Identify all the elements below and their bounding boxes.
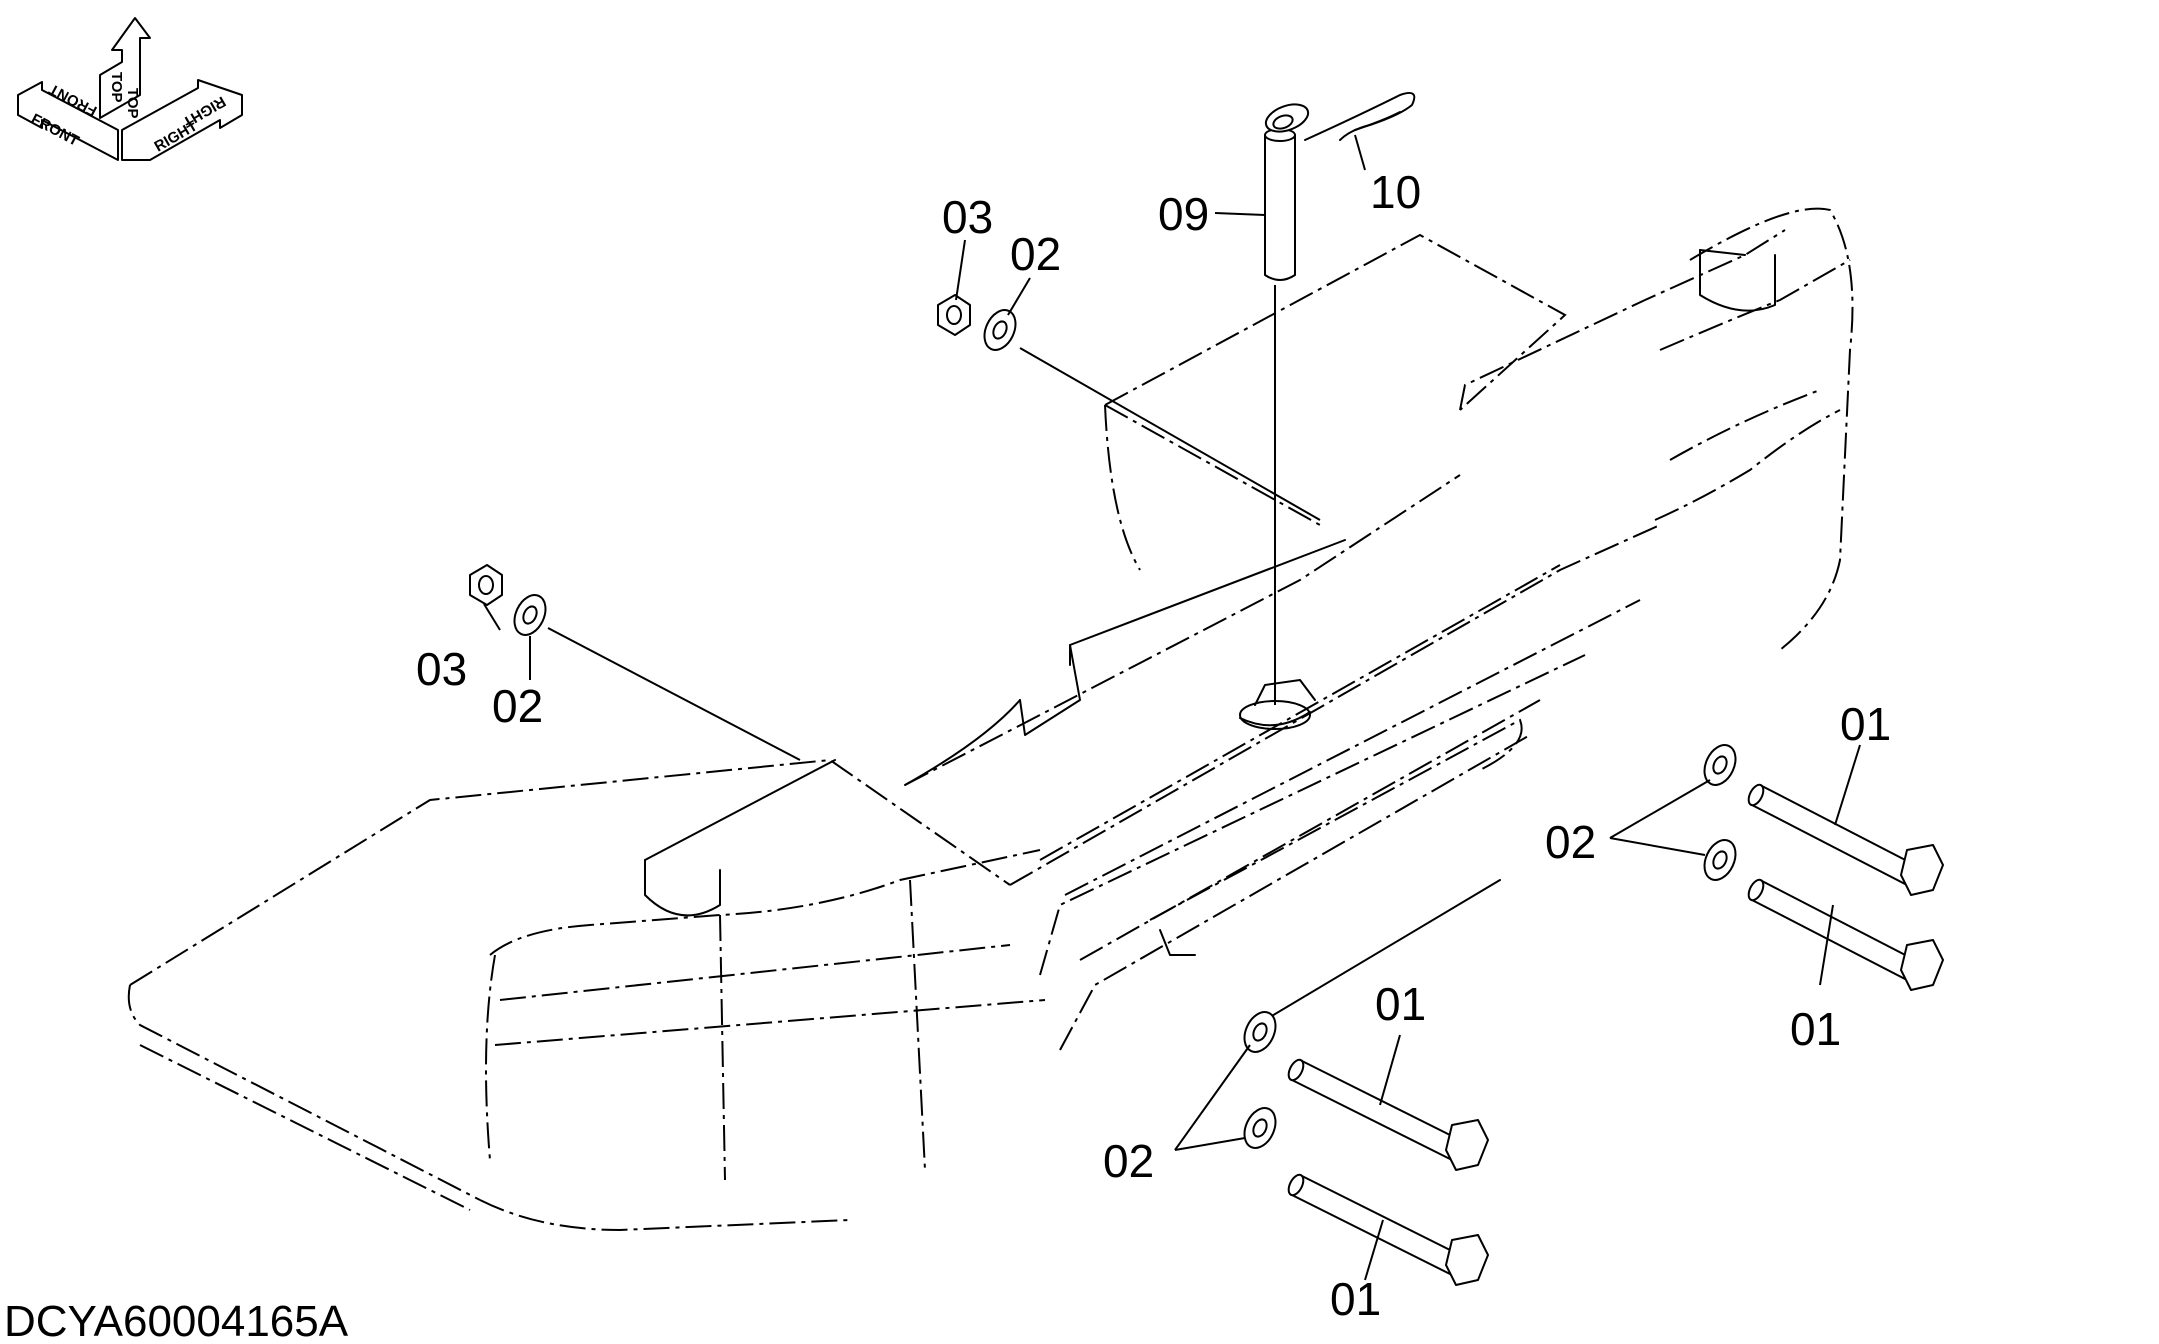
washer-part-02-b [513, 594, 547, 636]
callout-01-right-upper: 01 [1840, 698, 1891, 750]
callout-01-front-lower: 01 [1330, 1273, 1381, 1325]
callout-03-lower: 03 [416, 643, 467, 695]
callout-labels: 09 10 03 02 03 02 02 02 01 01 01 01 [416, 166, 1891, 1325]
orientation-label-top: TOP [124, 88, 141, 119]
bolt-part-01-b [1287, 1173, 1489, 1286]
callout-02-front: 02 [1103, 1135, 1154, 1187]
bolt-part-01-d [1747, 878, 1944, 991]
leader-lines [483, 134, 1861, 1281]
callout-09: 09 [1158, 188, 1209, 240]
counterweight-body [127, 207, 1854, 1232]
callout-10: 10 [1370, 166, 1421, 218]
washer-part-02-d [1243, 1107, 1277, 1149]
nut-part-03-a [937, 294, 971, 336]
orientation-label-top-mirrored: TOP [108, 72, 125, 103]
washer-part-02-c [1243, 1011, 1277, 1053]
callout-03-upper: 03 [942, 191, 993, 243]
callout-02-upper: 02 [1010, 228, 1061, 280]
washer-part-02-f [1703, 839, 1737, 881]
r-clip-part-10 [1304, 92, 1416, 141]
callout-01-front-upper: 01 [1375, 978, 1426, 1030]
orientation-indicator: TOP FRONT RIGHT FRONT TOP RIGHT [17, 17, 243, 161]
callout-02-right: 02 [1545, 816, 1596, 868]
callout-02-lower: 02 [492, 680, 543, 732]
drawing-code: DCYA60004165A [4, 1297, 349, 1344]
washer-part-02-a [983, 309, 1017, 351]
bolt-part-01-c [1747, 783, 1944, 896]
nut-part-03-b [469, 564, 503, 606]
callout-01-right-lower: 01 [1790, 1003, 1841, 1055]
pin-part-09 [1264, 103, 1310, 281]
bolt-part-01-a [1287, 1058, 1489, 1171]
washer-part-02-e [1703, 744, 1737, 786]
